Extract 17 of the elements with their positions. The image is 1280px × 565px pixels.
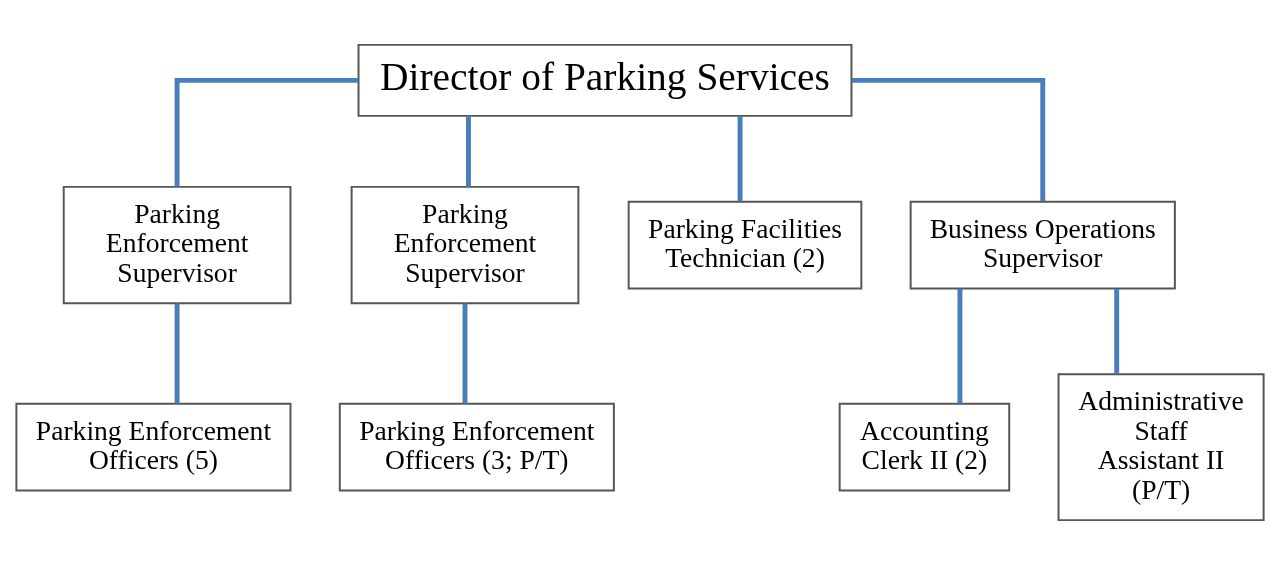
node-box: Parking Enforcement Supervisor — [350, 185, 580, 305]
node-box: Parking Enforcement Officers (3; P/T) — [338, 402, 615, 492]
connector — [466, 116, 471, 187]
node-box: Parking Facilities Technician (2) — [627, 200, 863, 290]
connector — [174, 77, 358, 187]
node-box: Parking Enforcement Officers (5) — [15, 402, 292, 492]
connector — [174, 303, 180, 404]
node-box: Business Operations Supervisor — [909, 200, 1176, 290]
connector — [957, 288, 963, 404]
node-box: Parking Enforcement Supervisor — [62, 185, 292, 305]
connector — [462, 303, 468, 404]
node-box: Administrative Staff Assistant II (P/T) — [1057, 373, 1265, 522]
node-box: Director of Parking Services — [357, 43, 853, 117]
connector — [852, 77, 1046, 201]
node-box: Accounting Clerk II (2) — [838, 402, 1011, 492]
connector — [737, 116, 743, 202]
connector — [1114, 288, 1120, 374]
